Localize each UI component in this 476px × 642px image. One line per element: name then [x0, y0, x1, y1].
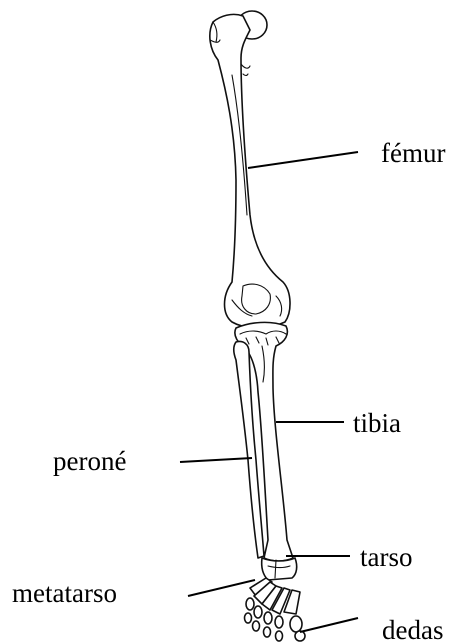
femur-leader-line — [248, 152, 358, 168]
label-perone: peroné — [53, 446, 126, 476]
foot-bones — [245, 558, 306, 641]
label-dedas: dedas — [382, 615, 443, 642]
metatarso-leader-line — [188, 580, 255, 596]
label-femur: fémur — [381, 138, 445, 168]
perone-leader-line — [180, 458, 252, 462]
label-tibia: tibia — [353, 408, 401, 438]
dedas-leader-line — [300, 618, 358, 632]
label-tarso: tarso — [360, 542, 412, 572]
label-metatarso: metatarso — [12, 578, 117, 608]
femur-bone — [210, 11, 290, 328]
